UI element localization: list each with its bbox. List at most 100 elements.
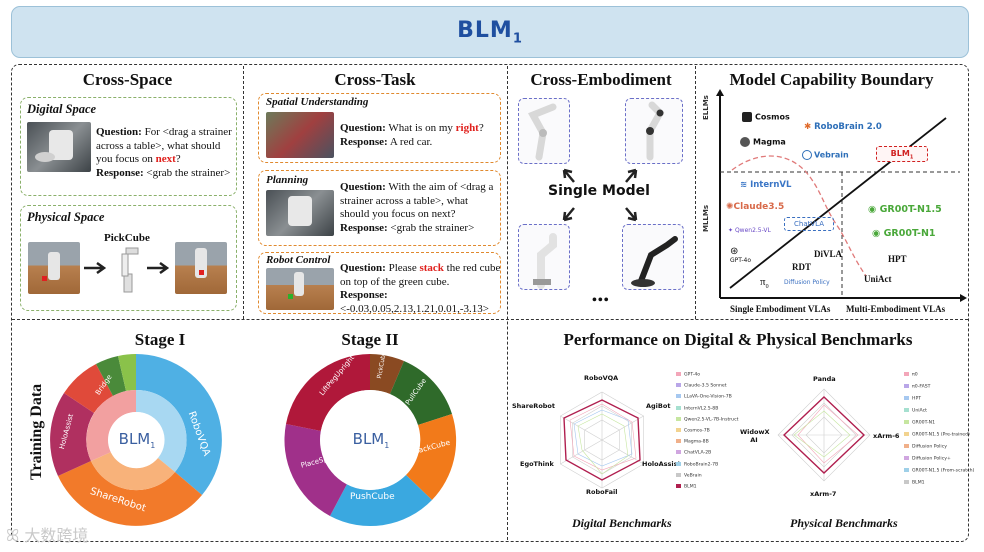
legend-swatch [904, 456, 909, 460]
title-banner: BLM1 [11, 6, 969, 58]
model-gr00t-n15: ◉ GR00T-N1.5 [868, 204, 942, 215]
stage2-pullcube [390, 361, 452, 425]
cross-task-title: Cross-Task [334, 70, 416, 89]
legend-label: π0-FAST [912, 384, 931, 390]
capability-title: Model Capability Boundary [729, 70, 934, 89]
stage2-center-label: BLM1 [352, 430, 390, 450]
stage1-center-label: BLM1 [118, 430, 156, 450]
divider-1 [243, 66, 244, 319]
legend-swatch [676, 450, 681, 455]
embodiment-arm-2 [625, 98, 683, 164]
model-vebrain: Vebrain [802, 150, 849, 160]
model-uniact: UniAct [864, 274, 892, 284]
digital-axis-egothink: EgoThink [520, 460, 554, 468]
legend-swatch [676, 372, 681, 376]
planning-box [258, 170, 501, 246]
legend-item: π0-FAST [904, 384, 930, 390]
stage1-segment-green [96, 356, 126, 396]
model-robobrain: ✱ RoboBrain 2.0 [804, 122, 882, 132]
legend-label: Qwen2.5-VL-7B-Instruct [684, 417, 739, 423]
legend-item: Diffusion Policy [904, 444, 947, 450]
model-diffusion-policy: Diffusion Policy [784, 279, 830, 286]
legend-label: Claude-3.5 Sonnet [684, 383, 727, 389]
model-gpt: ⊛GPT-4o [730, 246, 752, 264]
legend-item: UniAct [904, 408, 927, 414]
physical-frame-1 [28, 242, 80, 294]
nvidia-icon: ◉ [872, 228, 881, 239]
spatial-box [258, 93, 501, 163]
legend-item: GR00T-N1.5 (Pre-trained) [904, 432, 970, 438]
spatial-qa: Question: What is on my right? Response:… [340, 122, 484, 148]
legend-label: HPT [912, 396, 922, 402]
divider-3 [695, 66, 696, 319]
stage2-placesphere [284, 424, 347, 516]
claude-icon: ✺ [726, 202, 734, 212]
digital-space-qa: Question: For <drag a strainer across a … [96, 126, 232, 179]
stage2-liftpeg [286, 354, 370, 431]
legend-swatch [904, 372, 909, 376]
legend-label: GPT-4o [684, 372, 701, 378]
model-qwen: ✦ Qwen2.5-VL [728, 227, 771, 234]
robot-control-image [266, 268, 334, 310]
model-magma: Magma [740, 137, 786, 147]
single-embodiment-label: Single Embodiment VLAs [730, 304, 831, 314]
digital-space-box [20, 97, 237, 196]
legend-swatch [904, 468, 909, 472]
legend-swatch [904, 444, 909, 448]
legend-swatch [904, 420, 909, 424]
robot-control-box [258, 252, 501, 314]
embodiment-arm-1 [518, 98, 570, 164]
stage1-robovqa-inner [136, 389, 187, 472]
legend-swatch [904, 384, 909, 388]
legend-item: Magma-8B [676, 439, 709, 445]
stage2-pickcube [370, 354, 404, 394]
embodiment-arrows [562, 168, 638, 222]
planning-heading: Planning [266, 174, 309, 186]
model-cosmos: Cosmos [742, 112, 790, 122]
robot-arm-icon [631, 236, 678, 287]
physical-radar [777, 388, 871, 482]
physical-axis-panda: Panda [813, 375, 836, 383]
legend-swatch [904, 480, 909, 484]
divider-2 [507, 66, 508, 540]
legend-label: GR00T-N1.5 (From-scratch) [912, 468, 975, 474]
physical-frame-2 [175, 242, 227, 294]
legend-label: ChatVLA-2B [684, 450, 712, 456]
watermark-icon: ꕤ [6, 526, 20, 545]
legend-item: VeBrain [676, 472, 702, 478]
openai-icon: ⊛ [730, 246, 739, 257]
legend-label: BLM1 [684, 484, 697, 490]
robot-arm-icon [121, 247, 139, 293]
legend-label: GR00T-N1 [912, 420, 935, 426]
legend-swatch [676, 484, 681, 488]
stage1-inner-misc [86, 390, 136, 461]
stage2-stackcube [406, 414, 457, 500]
performance-title: Performance on Digital & Physical Benchm… [563, 330, 913, 349]
magma-icon [740, 137, 750, 147]
embodiment-arm-4 [622, 224, 684, 290]
cross-embodiment-title: Cross-Embodiment [530, 70, 672, 89]
legend-item: LLaVA-One-Vision-7B [676, 394, 732, 400]
digital-axis-holoassist: HoloAssist [642, 460, 681, 468]
stage1-sharerobot-outer [58, 461, 202, 526]
legend-label: Magma-8B [684, 439, 709, 445]
legend-item: HPT [904, 396, 921, 402]
stage1-sunburst [50, 354, 222, 526]
legend-swatch [676, 405, 681, 410]
model-claude: ✺Claude3.5 [726, 202, 785, 212]
embodiment-arm-3 [518, 224, 570, 290]
legend-item: Cosmos-7B [676, 428, 710, 434]
planning-image [266, 190, 334, 236]
ellms-axis-label: ELLMs [702, 95, 710, 120]
legend-item: BLM1 [904, 480, 925, 486]
stage1-bridge [64, 364, 113, 413]
robot-arm-icon [528, 103, 557, 161]
mllms-axis-label: MLLMs [702, 204, 710, 232]
model-hpt: HPT [888, 254, 907, 264]
legend-item: RoboBrain2-7B [676, 461, 718, 467]
robot-control-qa: Question: Please stack the red cube on t… [340, 262, 501, 315]
model-internvl: ≋ InternVL [740, 180, 792, 190]
legend-item: π0 [904, 372, 918, 378]
robot-arm-icon [533, 233, 557, 289]
nvidia-icon: ◉ [868, 204, 877, 215]
